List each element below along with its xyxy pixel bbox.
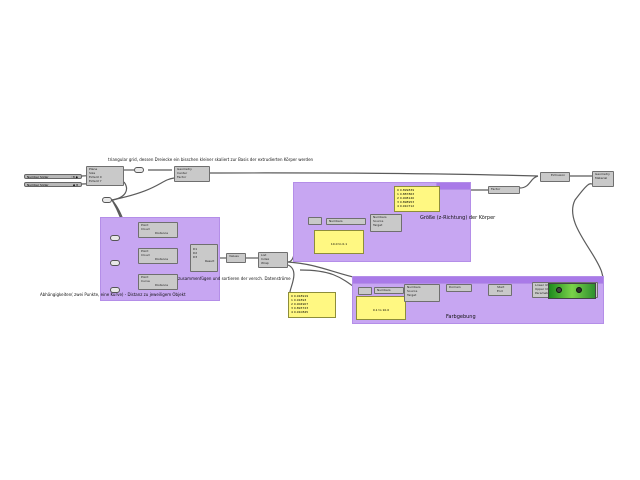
- input-list: List: [261, 253, 267, 257]
- custom-preview-component[interactable]: Geometry Material: [592, 171, 614, 187]
- scale-component[interactable]: Geometry Center Factor: [174, 166, 210, 182]
- triangular-grid-component[interactable]: Plane Size Extent X Extent Y: [86, 166, 124, 186]
- output-distance: Distance: [155, 231, 169, 235]
- panel-values-top[interactable]: 0 0.899839 1 0.887863 2 0.908140 3 0.898…: [394, 186, 440, 212]
- wire: [287, 264, 295, 293]
- wire: [572, 183, 604, 291]
- input-index: Index: [261, 257, 270, 261]
- param-point-1[interactable]: [110, 235, 120, 241]
- input-factor: Factor: [491, 187, 501, 191]
- input-factor: Factor: [177, 175, 187, 179]
- input-point: Point: [141, 223, 149, 227]
- bounds-component-height[interactable]: [308, 217, 322, 225]
- input-wrap: Wrap: [261, 261, 269, 265]
- domain-bounds-color[interactable]: Numbers: [374, 287, 404, 294]
- remap-numbers-height[interactable]: Numbers Source Target: [370, 214, 402, 232]
- output-start: Start: [497, 285, 505, 289]
- number-slider-extent-x[interactable]: Number Slider ◦8 ◆: [24, 174, 82, 179]
- input-extent-y: Extent Y: [89, 179, 102, 183]
- wire: [111, 177, 175, 201]
- wire: [519, 175, 539, 189]
- input-target: Target: [373, 223, 383, 227]
- input-d2: D2: [193, 251, 198, 255]
- output-end: End: [497, 289, 503, 293]
- input-domain: Domain: [449, 285, 461, 289]
- input-d1: D1: [193, 247, 198, 251]
- input-curve: Curve: [141, 279, 150, 283]
- panel-domain-color[interactable]: 0.1 to 10.0: [356, 296, 406, 320]
- unit-z-component[interactable]: Factor: [488, 186, 520, 194]
- merge-component[interactable]: D1 D2 D3 Result: [190, 244, 218, 272]
- input-point: Point: [141, 275, 149, 279]
- extrude-component[interactable]: Extrusion: [540, 172, 570, 182]
- input-center: Center: [177, 171, 188, 175]
- output-extrusion: Extrusion: [551, 173, 566, 177]
- input-numbers: Numbers: [329, 219, 343, 223]
- group-height-inner: [436, 182, 471, 190]
- input-size: Size: [89, 171, 96, 175]
- param-cells[interactable]: [134, 167, 144, 173]
- mass-addition-component[interactable]: Values: [226, 253, 246, 263]
- input-geometry: Geometry: [177, 167, 192, 171]
- slider-label: Number Slider: [27, 175, 49, 179]
- input-values: Values: [229, 254, 239, 258]
- input-material: Material: [595, 176, 608, 180]
- output-distance: Distance: [155, 283, 169, 287]
- param-points[interactable]: [102, 197, 112, 203]
- input-point: Point: [141, 249, 149, 253]
- curve-closest-point-component[interactable]: Point Curve Distance: [138, 274, 178, 290]
- closest-point-component-1[interactable]: Point Cloud Distance: [138, 222, 178, 238]
- gradient-handle[interactable]: [576, 287, 582, 293]
- remap-numbers-color[interactable]: Numbers Source Target: [404, 284, 440, 302]
- input-numbers: Numbers: [377, 288, 391, 292]
- input-parameter: Parameter: [535, 291, 551, 295]
- input-geometry: Geometry: [595, 172, 610, 176]
- input-numbers: Numbers: [407, 285, 421, 289]
- annotation-merge-sort: zusammenfügen und sortieren der versch. …: [178, 276, 291, 281]
- input-numbers: Numbers: [373, 215, 387, 219]
- param-curve[interactable]: [110, 287, 120, 293]
- input-extent-x: Extent X: [89, 175, 102, 179]
- number-slider-extent-y[interactable]: Number Slider ◆ 8: [24, 182, 82, 187]
- deconstruct-domain-component[interactable]: Start End: [488, 284, 512, 296]
- input-source: Source: [407, 289, 418, 293]
- input-cloud: Cloud: [141, 253, 150, 257]
- param-point-2[interactable]: [110, 260, 120, 266]
- domain-component[interactable]: Domain: [446, 284, 472, 292]
- annotation-dependencies: Abhängigkeiten( zwei Punkte, eine Kurve)…: [40, 292, 186, 297]
- slider-value: ◆ 8: [72, 183, 78, 187]
- group-coloring-header: [352, 276, 604, 284]
- bounds-component-color[interactable]: [358, 287, 372, 295]
- input-lower-limit: Lower limit: [535, 283, 552, 287]
- annotation-triangular-grid: triangular grid, dessen Dreiecke ein bis…: [108, 157, 314, 162]
- wire: [299, 269, 359, 291]
- panel-values-left[interactable]: 0 0.918919 1 0.91893 2 0.904907 3 0.8937…: [288, 292, 336, 318]
- input-d3: D3: [193, 255, 198, 259]
- output-distance: Distance: [155, 257, 169, 261]
- domain-bounds-height[interactable]: Numbers: [326, 218, 366, 225]
- wire: [199, 172, 539, 177]
- slider-label: Number Slider: [27, 183, 49, 187]
- input-cloud: Cloud: [141, 227, 150, 231]
- input-plane: Plane: [89, 167, 98, 171]
- output-result: Result: [205, 259, 215, 263]
- input-upper-limit: Upper limit: [535, 287, 552, 291]
- annotation-coloring: Farbgebung: [446, 314, 476, 320]
- gradient-handle[interactable]: [556, 287, 562, 293]
- closest-point-component-2[interactable]: Point Cloud Distance: [138, 248, 178, 264]
- slider-value: ◦8 ◆: [71, 175, 78, 179]
- list-item-component[interactable]: List Index Wrap: [258, 252, 288, 268]
- annotation-height: Größe (z-Richtung) der Körper: [420, 215, 496, 221]
- input-target: Target: [407, 293, 417, 297]
- panel-domain-height[interactable]: 10.0 to 0.1: [314, 230, 364, 254]
- input-source: Source: [373, 219, 384, 223]
